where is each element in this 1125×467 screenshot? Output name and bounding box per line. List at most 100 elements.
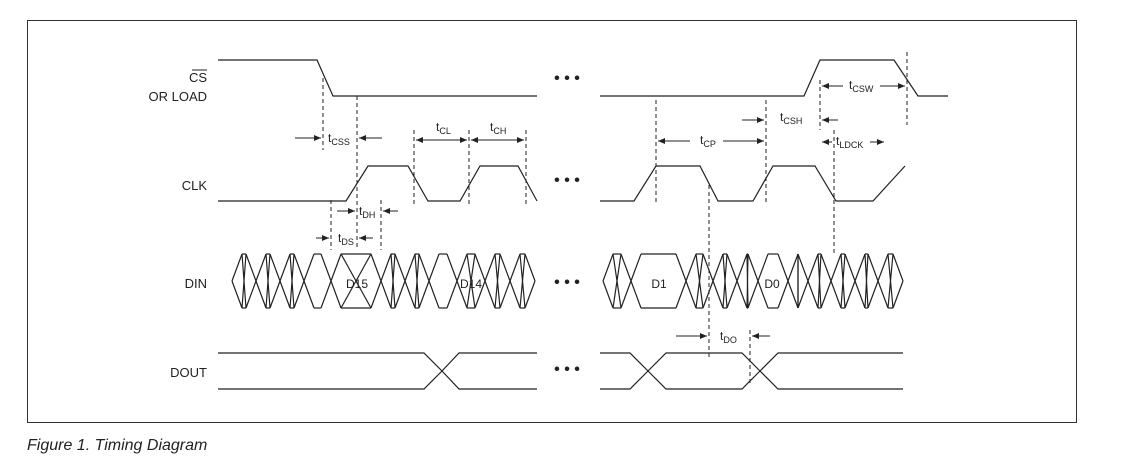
dout-waveform bbox=[218, 352, 903, 390]
din-segment bbox=[777, 253, 789, 282]
din-segment bbox=[787, 253, 799, 282]
din-segment bbox=[675, 280, 687, 309]
din-segment bbox=[844, 253, 856, 282]
din-bit-d0: D0 bbox=[764, 277, 780, 291]
din-segment bbox=[494, 253, 501, 309]
din-segment bbox=[736, 253, 748, 282]
tdh-label: tDH bbox=[359, 204, 375, 220]
din-segment bbox=[241, 253, 247, 309]
din-segment bbox=[330, 253, 342, 282]
din-bit-d14: D14 bbox=[460, 277, 482, 291]
din-segment bbox=[854, 253, 866, 282]
din-segment bbox=[685, 253, 697, 282]
din-segment bbox=[418, 280, 430, 309]
din-segment bbox=[509, 253, 521, 282]
din-segment bbox=[519, 253, 526, 309]
clk-ellipsis: • • • bbox=[554, 172, 580, 189]
din-segment bbox=[797, 280, 809, 309]
din-segment bbox=[867, 253, 879, 282]
din-segment bbox=[245, 253, 257, 282]
din-segment bbox=[499, 253, 511, 282]
din-segment bbox=[279, 253, 291, 282]
din-segment bbox=[418, 253, 430, 282]
figure-caption: Figure 1. Timing Diagram bbox=[27, 437, 208, 454]
tcss-label: tCSS bbox=[328, 131, 350, 147]
diagram-frame bbox=[27, 20, 1077, 423]
din-segment bbox=[414, 253, 420, 309]
or-load-label: OR LOAD bbox=[148, 89, 207, 104]
din-segment bbox=[840, 253, 846, 309]
din-segment bbox=[390, 253, 396, 309]
din-segment bbox=[630, 253, 642, 282]
din-segment bbox=[303, 280, 315, 309]
din-segment bbox=[830, 253, 842, 282]
din-segment bbox=[807, 253, 819, 282]
din-segment bbox=[484, 253, 496, 282]
din-segment bbox=[820, 280, 832, 309]
din-segment bbox=[867, 280, 879, 309]
din-segment bbox=[620, 280, 632, 309]
din-segment bbox=[726, 253, 738, 282]
tcsh-label: tCSH bbox=[780, 110, 802, 126]
din-segment bbox=[428, 280, 440, 309]
dashed-reference-lines bbox=[322, 52, 908, 385]
din-segment bbox=[817, 253, 822, 309]
din-segment bbox=[279, 280, 291, 309]
timing-arrows bbox=[295, 83, 905, 339]
din-ellipsis: • • • bbox=[554, 274, 580, 291]
din-segment bbox=[394, 280, 406, 309]
din-segment bbox=[370, 253, 382, 282]
cs-waveform bbox=[218, 59, 948, 97]
din-segment bbox=[892, 253, 904, 282]
din-segment bbox=[484, 280, 496, 309]
din-label: DIN bbox=[185, 276, 207, 291]
din-segment bbox=[747, 280, 759, 309]
din-waveform bbox=[231, 253, 904, 309]
din-segment bbox=[746, 253, 749, 309]
din-segment bbox=[370, 280, 382, 309]
din-segment bbox=[747, 253, 759, 282]
din-segment bbox=[404, 280, 416, 309]
din-segment bbox=[820, 253, 832, 282]
din-segment bbox=[466, 253, 476, 309]
din-segment bbox=[630, 280, 642, 309]
din-segment bbox=[474, 280, 486, 309]
din-segment bbox=[757, 253, 769, 282]
din-segment bbox=[736, 280, 748, 309]
tcsw-label: tCSW bbox=[849, 78, 874, 94]
din-segment bbox=[807, 280, 819, 309]
din-bit-d1: D1 bbox=[651, 277, 667, 291]
din-segment bbox=[231, 253, 243, 282]
clk-waveform bbox=[218, 165, 906, 202]
din-segment bbox=[524, 280, 536, 309]
din-segment bbox=[712, 253, 724, 282]
din-segment bbox=[685, 280, 697, 309]
din-segment bbox=[777, 280, 789, 309]
din-segment bbox=[340, 253, 372, 309]
din-segment bbox=[787, 280, 799, 309]
tds-label: tDS bbox=[338, 231, 354, 247]
din-segment bbox=[446, 253, 458, 282]
din-segment bbox=[231, 280, 243, 309]
tch-label: tCH bbox=[490, 120, 506, 136]
din-segment bbox=[303, 253, 315, 282]
din-segment bbox=[380, 253, 392, 282]
din-segment bbox=[320, 280, 332, 309]
din-segment bbox=[702, 280, 714, 309]
din-segment bbox=[877, 280, 889, 309]
din-segment bbox=[854, 280, 866, 309]
din-segment bbox=[524, 253, 536, 282]
din-segment bbox=[265, 253, 271, 309]
din-segment bbox=[797, 253, 809, 282]
tldck-label: tLDCK bbox=[836, 134, 863, 150]
din-segment bbox=[695, 253, 704, 309]
din-segment bbox=[602, 280, 614, 309]
tcp-label: tCP bbox=[700, 133, 716, 149]
din-segment bbox=[712, 280, 724, 309]
cs-ellipsis: • • • bbox=[554, 70, 580, 87]
din-segment bbox=[675, 253, 687, 282]
din-segment bbox=[255, 280, 267, 309]
din-segment bbox=[404, 253, 416, 282]
din-segment bbox=[830, 280, 842, 309]
